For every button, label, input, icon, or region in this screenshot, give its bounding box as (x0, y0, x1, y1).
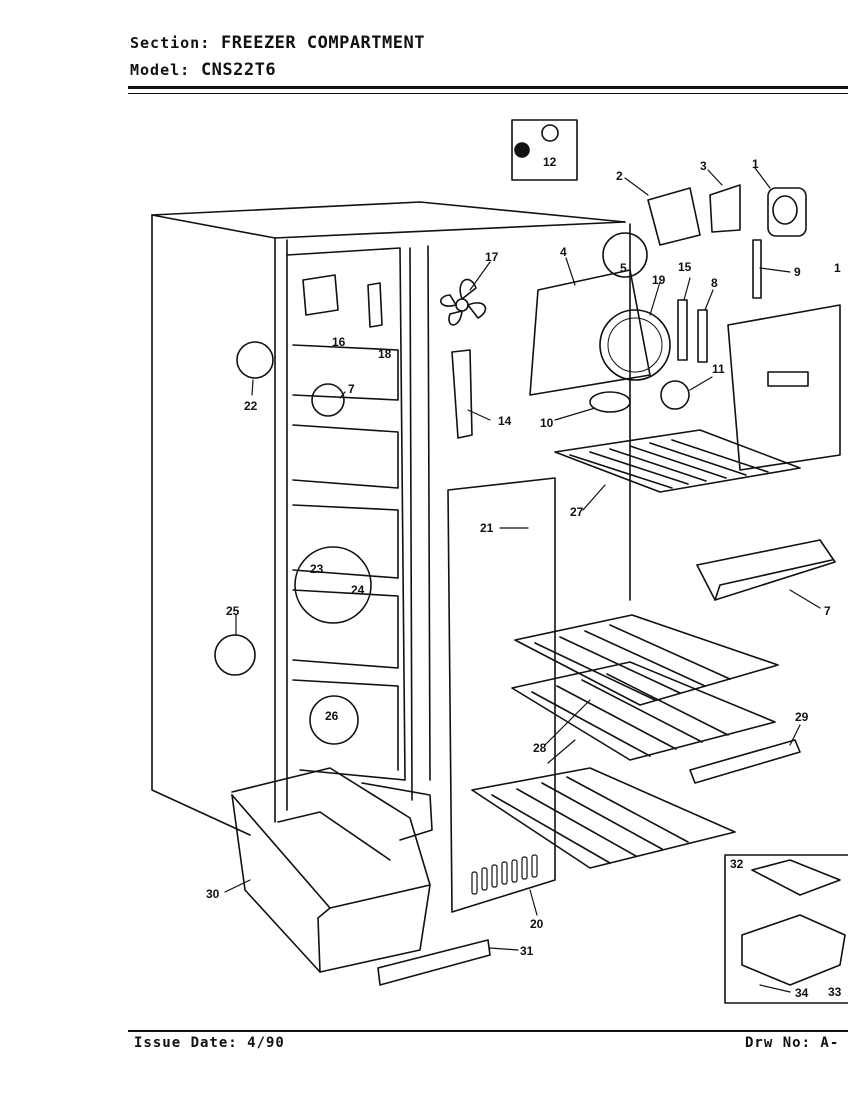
model-heading: Model: CNS22T6 (130, 60, 276, 80)
door-detail-23-24 (294, 546, 372, 624)
light-bulb-housing (767, 187, 807, 237)
freezer-basket (696, 539, 836, 601)
callout-17: 17 (485, 250, 499, 264)
callout-1: 1 (752, 157, 759, 171)
callout-26: 26 (325, 709, 339, 723)
callout-11: 11 (712, 362, 725, 376)
callout-12: 12 (543, 155, 557, 169)
drawing-number: Drw No: A- (745, 1035, 840, 1051)
callout-23: 23 (310, 562, 324, 576)
shelf-trim (689, 739, 801, 784)
door-molding-bottom (377, 939, 491, 986)
section-label: Section: (130, 34, 211, 52)
callout-24: 24 (351, 583, 365, 597)
bracket-part-3 (709, 184, 741, 233)
bracket-part-2 (647, 187, 701, 246)
fan-motor-mount-5 (602, 232, 648, 278)
callout-29: 29 (795, 710, 809, 724)
leader-lines (224, 167, 821, 993)
header-rule-thick (128, 86, 848, 89)
hinge-16 (302, 274, 339, 316)
callout-34: 34 (795, 986, 809, 1000)
callout-8: 8 (711, 276, 718, 290)
callout-20: 20 (530, 917, 544, 931)
freezer-shelf-wire-3 (471, 767, 736, 869)
evaporator-fan-blade (440, 278, 487, 326)
callout-28: 28 (533, 741, 547, 755)
door-detail-25 (214, 634, 256, 676)
freezer-cabinet (151, 201, 631, 841)
callout-5: 5 (620, 261, 627, 275)
callout-21: 21 (480, 521, 494, 535)
footer-rule (128, 1030, 848, 1032)
door-detail-26 (309, 695, 359, 745)
callout-3: 3 (700, 159, 707, 173)
issue-date: Issue Date: 4/90 (134, 1035, 285, 1051)
hinge-18 (367, 282, 383, 328)
strip-9 (752, 239, 762, 299)
callout-25: 25 (226, 604, 240, 618)
model-label: Model: (130, 61, 191, 79)
callout-2: 2 (616, 169, 623, 183)
door-detail-7 (311, 383, 345, 417)
strip-8 (697, 309, 708, 363)
freezer-shelf-wire-2 (511, 661, 776, 761)
callout-7-basket: 7 (824, 604, 831, 618)
strip-15 (677, 299, 688, 361)
callout-15: 15 (678, 260, 692, 274)
callout-31: 31 (520, 944, 534, 958)
door-detail-22 (236, 341, 274, 379)
callout-9: 9 (794, 265, 801, 279)
callout-32: 32 (730, 857, 744, 871)
callout-7-door: 7 (348, 382, 355, 396)
light-socket (589, 380, 690, 413)
callout-30: 30 (206, 887, 220, 901)
model-value: CNS22T6 (200, 60, 277, 80)
callout-27: 27 (570, 505, 584, 519)
ice-tray-inset (724, 854, 848, 1004)
evaporator-cover-panel (447, 477, 556, 913)
section-heading: Section: FREEZER COMPARTMENT (130, 33, 425, 53)
callout-labels: 1 2 3 4 5 7 7 8 9 10 11 12 14 15 16 17 1… (206, 155, 842, 1000)
freezer-shelf-upper (554, 429, 801, 493)
bracket-14 (451, 349, 473, 439)
fan-shroud (529, 269, 671, 396)
callout-18: 18 (378, 347, 392, 361)
callout-33: 33 (828, 985, 842, 999)
callout-4: 4 (560, 245, 567, 259)
section-value: FREEZER COMPARTMENT (221, 33, 425, 53)
callout-22: 22 (244, 399, 258, 413)
freezer-bin (231, 767, 431, 973)
callout-16: 16 (332, 335, 346, 349)
header-rule-thin (128, 93, 848, 94)
callout-1-edge: 1 (834, 261, 841, 275)
thermostat-control (511, 119, 578, 181)
callout-14: 14 (498, 414, 512, 428)
callout-19: 19 (652, 273, 666, 287)
callout-10: 10 (540, 416, 554, 430)
air-duct-panel (727, 304, 841, 471)
